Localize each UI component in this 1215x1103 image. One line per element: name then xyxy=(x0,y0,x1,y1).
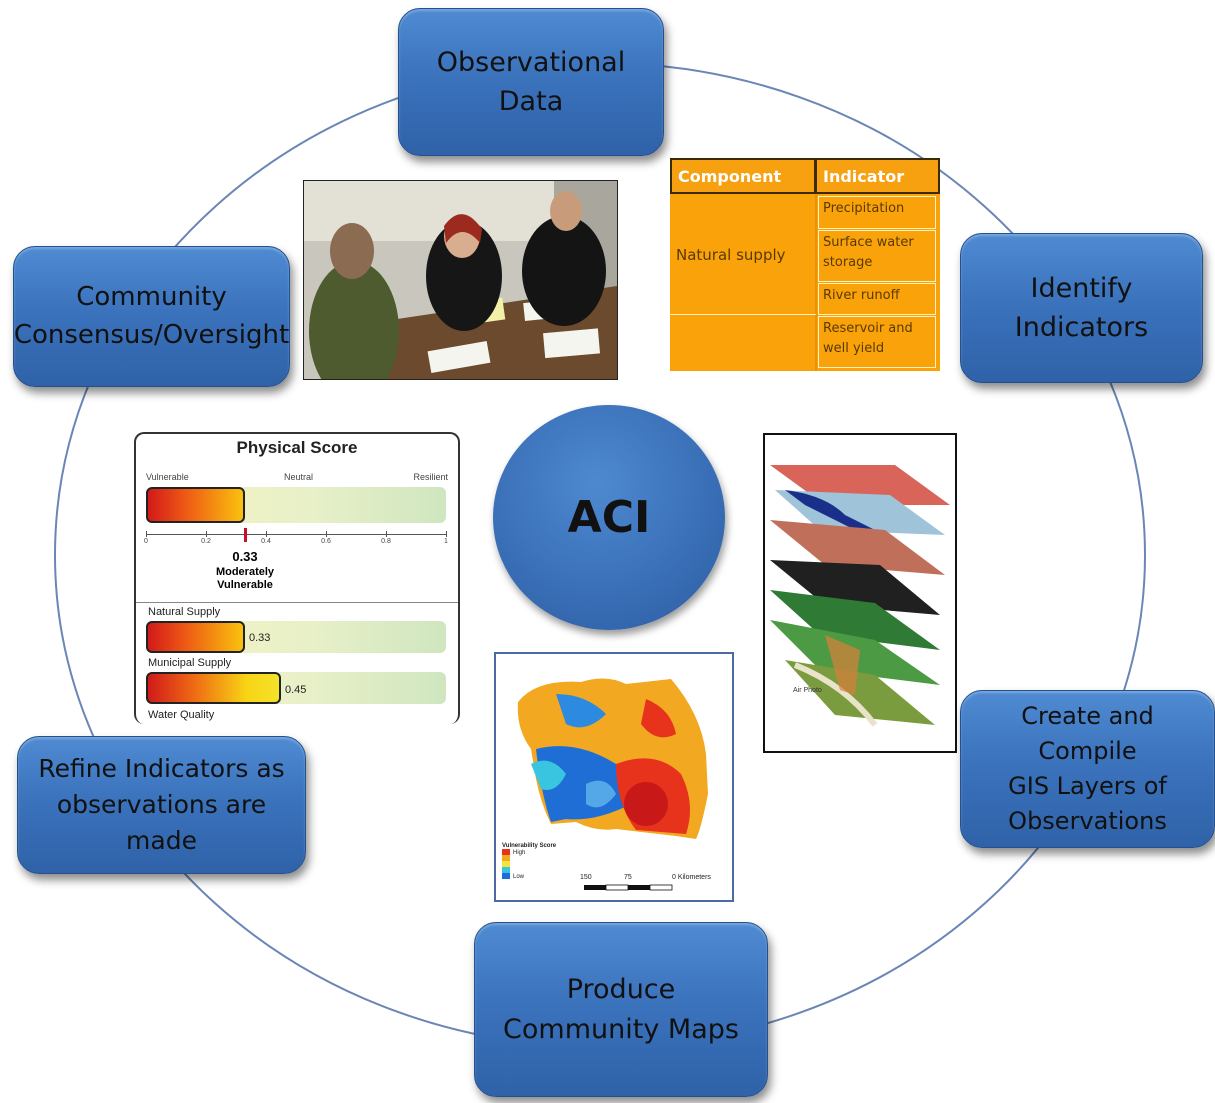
node-community-consensus: Community Consensus/Oversight xyxy=(13,246,290,387)
table-header-indicator: Indicator xyxy=(815,158,940,194)
indicator-table: Component Indicator Natural supply Preci… xyxy=(670,158,940,371)
score-axis-tick xyxy=(206,531,207,537)
table-indicator-cell: Surface water storage xyxy=(818,230,936,282)
gis-layers-image: Air Photo xyxy=(763,433,957,753)
row-label-natural-supply: Natural Supply xyxy=(148,606,221,618)
municipal-supply-bar xyxy=(146,672,446,704)
scale-label-neutral: Neutral xyxy=(284,472,314,482)
score-axis-tick xyxy=(386,531,387,537)
aci-label: ACI xyxy=(567,492,651,543)
score-axis-tick-label: 0.6 xyxy=(321,538,331,545)
overall-score-value: 0.33 xyxy=(232,549,258,564)
score-axis-tick-label: 0.2 xyxy=(201,538,211,545)
map-scale-label: 150 xyxy=(580,874,592,881)
map-legend-low: Low xyxy=(513,874,525,880)
map-scale-label: 75 xyxy=(624,874,632,881)
map-legend-high: High xyxy=(513,850,526,856)
aci-center-node: ACI xyxy=(493,405,725,630)
table-component-cell: Natural supply xyxy=(676,246,786,264)
node-gis-layers: Create and Compile GIS Layers of Observa… xyxy=(960,690,1215,848)
meeting-photo xyxy=(303,180,618,380)
row-label-water-quality: Water Quality xyxy=(148,709,215,721)
score-axis-tick xyxy=(326,531,327,537)
node-community-maps: Produce Community Maps xyxy=(474,922,768,1097)
overall-score-text: Moderately Vulnerable xyxy=(215,566,275,592)
layers-caption: Air Photo xyxy=(793,687,822,694)
score-axis-tick-label: 0.8 xyxy=(381,538,391,545)
node-refine-indicators: Refine Indicators as observations are ma… xyxy=(17,736,306,874)
node-identify-indicators: Identify Indicators xyxy=(960,233,1203,383)
overall-score-bar xyxy=(146,487,446,523)
scale-label-vulnerable: Vulnerable xyxy=(146,472,189,482)
score-marker xyxy=(244,528,247,542)
row-label-municipal-supply: Municipal Supply xyxy=(148,657,232,669)
score-axis-tick xyxy=(266,531,267,537)
score-axis-tick xyxy=(146,531,147,537)
natural-supply-bar xyxy=(146,621,446,653)
map-scale-label: 0 Kilometers xyxy=(672,874,711,881)
natural-supply-fill xyxy=(146,621,245,653)
table-indicator-cell: Reservoir and well yield xyxy=(818,316,936,368)
scale-label-resilient: Resilient xyxy=(413,472,448,482)
score-axis-tick-label: 0.4 xyxy=(261,538,271,545)
overall-score-fill xyxy=(146,487,245,523)
municipal-supply-fill xyxy=(146,672,281,704)
table-indicator-cell: River runoff xyxy=(818,283,936,315)
vulnerability-map: Vulnerability Score High Low 150 75 0 Ki… xyxy=(494,652,734,902)
table-header-component: Component xyxy=(670,158,816,194)
map-legend-title: Vulnerability Score xyxy=(502,843,557,849)
node-observational-data: Observational Data xyxy=(398,8,664,156)
score-axis-tick xyxy=(446,531,447,537)
score-axis-tick-label: 0 xyxy=(144,538,148,545)
physical-score-title: Physical Score xyxy=(236,438,358,457)
score-axis-tick-label: 1 xyxy=(444,538,448,545)
table-indicator-cell: Precipitation xyxy=(818,196,936,229)
physical-score-panel: Physical Score Vulnerable Neutral Resili… xyxy=(134,432,460,724)
municipal-supply-value: 0.45 xyxy=(285,684,307,696)
natural-supply-value: 0.33 xyxy=(249,632,271,644)
